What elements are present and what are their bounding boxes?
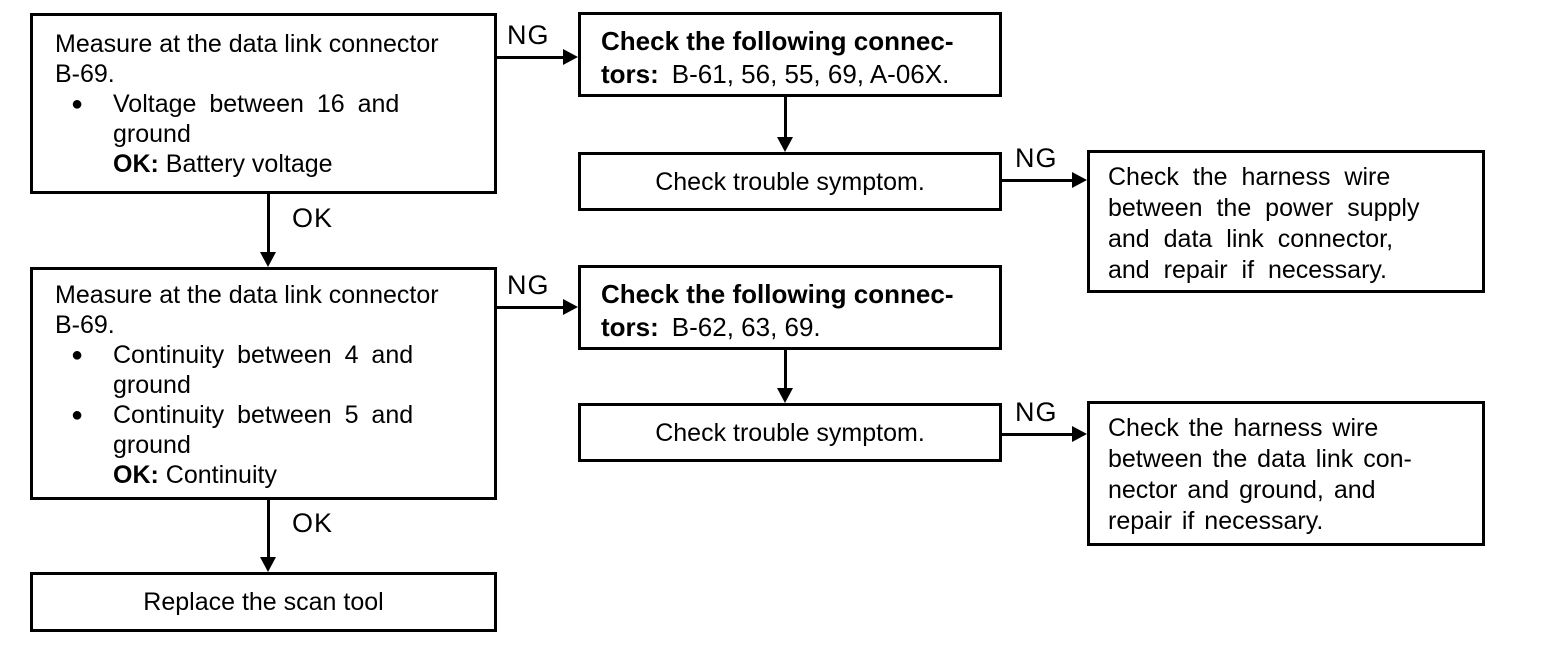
node-intro-text: Measure at the data link connector B-69.	[55, 281, 439, 339]
ok-result-label: OK:	[113, 461, 159, 489]
edge-label-ok: OK	[292, 203, 334, 233]
arrowhead-down-icon	[777, 137, 793, 152]
arrow-measure-voltage-to-connectors	[497, 56, 565, 59]
arrow-connectors1-to-symptom1	[784, 97, 787, 139]
arrowhead-right-icon	[1072, 172, 1087, 188]
node-check-connectors-1: Check the following connec- tors: B-61, 5…	[578, 12, 1002, 97]
node-check-connectors-2: Check the following connec- tors: B-62, 6…	[578, 265, 1002, 350]
edge-label-ok: OK	[292, 508, 334, 538]
node-measure-voltage: Measure at the data link connector B-69.…	[30, 13, 497, 194]
result-text: Check the harness wire between the data …	[1108, 414, 1412, 535]
connectors-line-1: Check the following connec-	[601, 25, 983, 58]
ok-result-line: OK: Continuity	[113, 460, 478, 490]
arrow-measure-voltage-to-continuity	[267, 194, 270, 254]
symptom-text: Check trouble symptom.	[655, 418, 925, 447]
bullet-icon: ●	[71, 93, 84, 115]
edge-label-ng: NG	[1015, 143, 1058, 173]
ok-result-label: OK:	[113, 150, 159, 178]
bullet-icon: ●	[71, 344, 84, 366]
node-replace-scan-tool: Replace the scan tool	[30, 572, 497, 632]
node-harness-power: Check the harness wire between the power…	[1087, 150, 1485, 293]
replace-text: Replace the scan tool	[143, 588, 384, 616]
edge-label-ng: NG	[1015, 397, 1058, 427]
connectors-bold-text: Check the following connec-	[601, 26, 954, 56]
node-intro-text: Measure at the data link connector B-69.	[55, 30, 439, 88]
edge-label-ng: NG	[507, 270, 550, 300]
ok-result-text: Continuity	[165, 461, 277, 489]
bullet-text: Continuity between 5 and ground	[113, 401, 414, 459]
bullet-icon: ●	[71, 404, 84, 426]
arrow-symptom1-to-harness-power	[1002, 179, 1075, 182]
node-check-symptom-1: Check trouble symptom.	[578, 152, 1002, 211]
node-harness-ground: Check the harness wire between the data …	[1087, 401, 1485, 546]
connectors-line-2: tors: B-61, 56, 55, 69, A-06X.	[601, 58, 983, 91]
connectors-bold-prefix: tors:	[601, 59, 659, 89]
bullet-item: ● Continuity between 5 and ground	[55, 400, 478, 460]
edge-label-ng: NG	[507, 20, 550, 50]
connectors-bold-prefix: tors:	[601, 312, 659, 342]
arrowhead-down-icon	[260, 557, 276, 572]
ok-result-text: Battery voltage	[165, 150, 333, 178]
arrow-continuity-to-connectors2	[497, 306, 565, 309]
arrowhead-down-icon	[777, 388, 793, 403]
symptom-text: Check trouble symptom.	[655, 167, 925, 196]
connectors-line-2: tors: B-62, 63, 69.	[601, 311, 983, 344]
connectors-bold-text: Check the following connec-	[601, 279, 954, 309]
bullet-text: Voltage between 16 and ground	[113, 90, 400, 148]
arrow-continuity-to-replace	[267, 500, 270, 558]
result-text: Check the harness wire between the power…	[1108, 163, 1420, 284]
connectors-list: B-62, 63, 69.	[671, 312, 821, 342]
ok-result-line: OK: Battery voltage	[113, 149, 478, 179]
arrowhead-right-icon	[563, 49, 578, 65]
bullet-text: Continuity between 4 and ground	[113, 341, 414, 399]
bullet-item: ● Continuity between 4 and ground	[55, 340, 478, 400]
node-measure-continuity: Measure at the data link connector B-69.…	[30, 267, 497, 500]
bullet-item: ● Voltage between 16 and ground	[55, 89, 478, 149]
arrowhead-down-icon	[260, 252, 276, 267]
connectors-line-1: Check the following connec-	[601, 278, 983, 311]
arrowhead-right-icon	[563, 299, 578, 315]
connectors-list: B-61, 56, 55, 69, A-06X.	[671, 59, 950, 89]
arrow-connectors2-to-symptom2	[784, 350, 787, 390]
arrow-symptom2-to-harness-ground	[1002, 433, 1075, 436]
arrowhead-right-icon	[1072, 426, 1087, 442]
node-check-symptom-2: Check trouble symptom.	[578, 403, 1002, 462]
